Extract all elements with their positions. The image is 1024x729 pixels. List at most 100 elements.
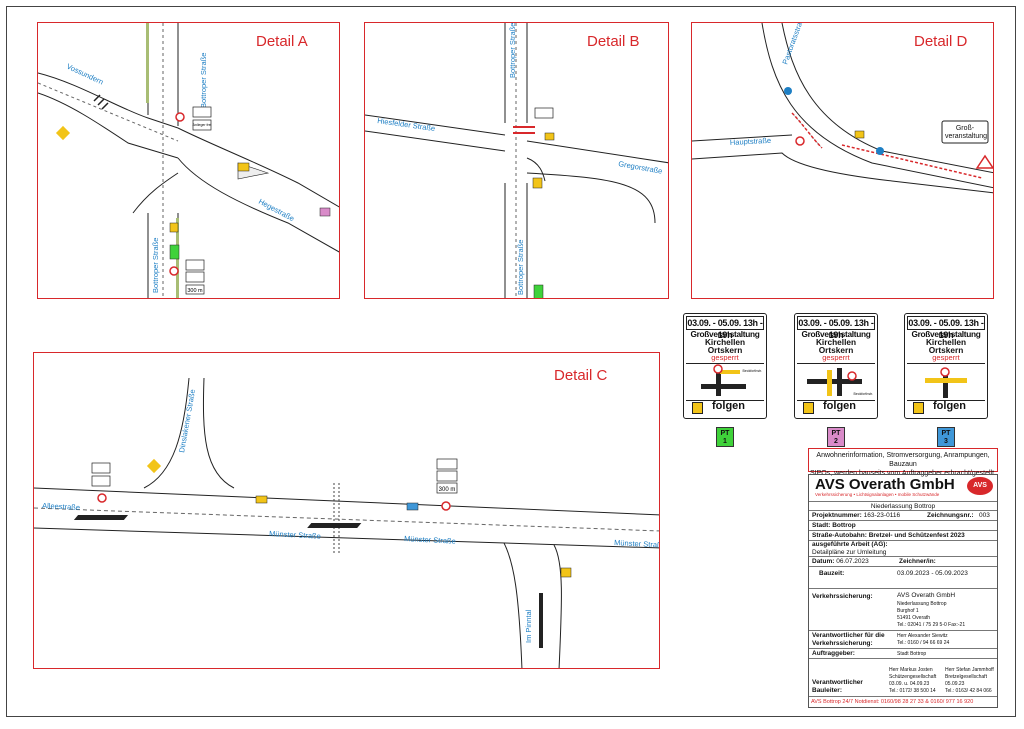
sign-follow: folgen bbox=[712, 400, 745, 412]
street-label: Bottroper Straße bbox=[199, 53, 208, 108]
route-diagram-icon bbox=[807, 368, 862, 396]
street-label: Münster Straße bbox=[404, 534, 456, 546]
site-line: Schützengesellschaft bbox=[889, 674, 937, 680]
work-value: Detailpläne zur Umleitung bbox=[812, 548, 887, 556]
detail-a: Vossundern Bottroper Straße Bottroper St… bbox=[37, 22, 340, 299]
arrow-sign-icon bbox=[803, 402, 814, 414]
vs-label: Verkehrssicherung: bbox=[812, 593, 873, 600]
warning-sign-icon bbox=[975, 154, 993, 169]
diversion-sign-icon bbox=[55, 125, 71, 141]
sign-follow: folgen bbox=[933, 400, 966, 412]
street-label: Pastoratsstraße bbox=[780, 23, 807, 66]
detail-d: Hauptstraße Pastoratsstraße Groß- verans… bbox=[691, 22, 994, 299]
branch: Niederlassung Bottrop bbox=[809, 502, 997, 511]
period-row: Bauzeit: 03.09.2023 - 05.09.2023 bbox=[809, 567, 997, 589]
truck-sign-icon bbox=[192, 106, 212, 118]
site-row: Verantwortlicher Bauleiter: Herr Markus … bbox=[809, 659, 997, 697]
sign-line: Ortskern bbox=[818, 345, 854, 355]
work-row: ausgeführte Arbeit (AG): Detailpläne zur… bbox=[809, 541, 997, 557]
pt2-sign-icon bbox=[319, 207, 331, 217]
resp-line: Tel.: 0160 / 94 66 69 24 bbox=[897, 640, 950, 646]
route-street-label: Beckforthstr. bbox=[853, 392, 873, 396]
site-line: Herr Stefan Jammhoff bbox=[945, 667, 994, 673]
sign-route-diagram: Beckforthstr. bbox=[686, 363, 764, 401]
detail-a-title: Detail A bbox=[256, 33, 308, 50]
arrow-sign-icon bbox=[692, 402, 703, 414]
sign-footer: folgen bbox=[686, 399, 764, 416]
site-label: Verantwortlicher Bauleiter: bbox=[812, 679, 863, 694]
arrow-sign-icon bbox=[560, 567, 572, 578]
arrow-sign-icon bbox=[544, 132, 555, 141]
street-label: Hegestraße bbox=[257, 197, 296, 223]
vs-line: Niederlassung Bottrop bbox=[897, 601, 947, 607]
distance-text: 300 m bbox=[187, 288, 203, 294]
anlieger-sign bbox=[192, 119, 212, 131]
avs-logo: AVS bbox=[967, 477, 993, 495]
emergency-hotline: AVS Bottrop 24/7 Notdienst: 0160/98 28 2… bbox=[811, 699, 974, 705]
date-row: Datum: 06.07.2023 Zeichner/in: bbox=[809, 557, 997, 567]
drawing-label: Zeichnungsnr.: bbox=[927, 512, 974, 519]
route-diagram-icon bbox=[925, 367, 967, 398]
street-label: Hiesfelder Straße bbox=[377, 116, 436, 133]
street-label: Münster Straße bbox=[614, 538, 660, 550]
street-label: Bottroper Straße bbox=[508, 23, 517, 78]
street-label: Im Pinntal bbox=[524, 609, 533, 643]
vs-row: Verkehrssicherung: AVS Overath GmbH Nied… bbox=[809, 589, 997, 631]
pt1-sign-icon bbox=[169, 244, 180, 260]
detail-d-map: Hauptstraße Pastoratsstraße bbox=[692, 23, 993, 194]
pt-badge-1: PT 1 bbox=[716, 427, 734, 447]
arrow-sign-icon bbox=[169, 222, 179, 233]
no-entry-sign-icon bbox=[175, 112, 185, 122]
detail-b-title: Detail B bbox=[587, 33, 640, 50]
truck-sign-icon bbox=[91, 475, 111, 487]
distance-sign bbox=[185, 284, 205, 295]
anlieger-sign bbox=[91, 462, 111, 474]
anlieger-sign bbox=[534, 107, 554, 119]
bus-stop-icon bbox=[876, 147, 884, 155]
street-label: Münster Straße bbox=[269, 529, 321, 541]
sign-date: 03.09. - 05.09. 13h - 19h bbox=[907, 316, 985, 340]
sign-line: Kirchellen bbox=[925, 337, 967, 347]
site-line: Tel.: 0163/ 42 84 066 bbox=[945, 688, 992, 694]
vs-line: AVS Overath GmbH bbox=[897, 592, 956, 599]
date-label: Datum: bbox=[812, 558, 835, 565]
pt1-sign-icon bbox=[533, 284, 544, 298]
detail-c: Alleestraße Münster Straße Münster Straß… bbox=[33, 352, 660, 669]
street-label: Hauptstraße bbox=[730, 136, 772, 147]
arrow-sign-icon bbox=[854, 130, 865, 139]
street-label: Vossundern bbox=[65, 62, 105, 87]
event-board bbox=[941, 120, 989, 144]
drawing-sheet bbox=[6, 6, 1016, 717]
sign-closed: gesperrt bbox=[711, 353, 739, 362]
sign-footer: folgen bbox=[907, 399, 985, 416]
resp-label: Verantwortlicher für die Verkehrssicheru… bbox=[812, 632, 885, 647]
anlieger-sign bbox=[436, 470, 458, 482]
project-label: Projektnummer: bbox=[812, 512, 862, 519]
detail-b: Bottroper Straße Hiesfelder Straße Grego… bbox=[364, 22, 669, 299]
sign-route-diagram bbox=[907, 363, 985, 401]
period-value: 03.09.2023 - 05.09.2023 bbox=[897, 570, 968, 577]
arrow-sign-icon bbox=[255, 495, 268, 504]
no-entry-sign-icon bbox=[441, 501, 451, 511]
sign-line: Großveranstaltung bbox=[911, 329, 981, 339]
detail-a-map: Vossundern Bottroper Straße Bottroper St… bbox=[38, 23, 339, 298]
company-name: AVS Overath GmbH bbox=[815, 476, 955, 493]
sign-follow: folgen bbox=[823, 400, 856, 412]
info-note: Anwohnerinformation, Stromversorgung, An… bbox=[808, 448, 998, 477]
truck-sign-icon bbox=[436, 458, 458, 470]
arrow-sign-icon bbox=[532, 177, 543, 189]
no-entry-sign-icon bbox=[97, 493, 107, 503]
truck-sign-icon bbox=[185, 259, 205, 271]
detail-b-map: Bottroper Straße Hiesfelder Straße Grego… bbox=[365, 23, 668, 298]
street-label: Dinslakener Straße bbox=[177, 389, 197, 454]
sign-date: 03.09. - 05.09. 13h - 19h bbox=[686, 316, 764, 340]
distance-sign bbox=[436, 482, 458, 494]
site-line: 05.09.23 bbox=[945, 681, 965, 687]
pt3-sign-icon bbox=[406, 502, 419, 511]
sign-line: Großveranstaltung bbox=[801, 329, 871, 339]
arrow-sign-icon bbox=[237, 162, 250, 172]
project-row: Projektnummer: 163-23-0116 Zeichnungsnr.… bbox=[809, 511, 997, 521]
sign-line: Ortskern bbox=[707, 345, 743, 355]
drawing-value: 003 bbox=[979, 512, 990, 519]
